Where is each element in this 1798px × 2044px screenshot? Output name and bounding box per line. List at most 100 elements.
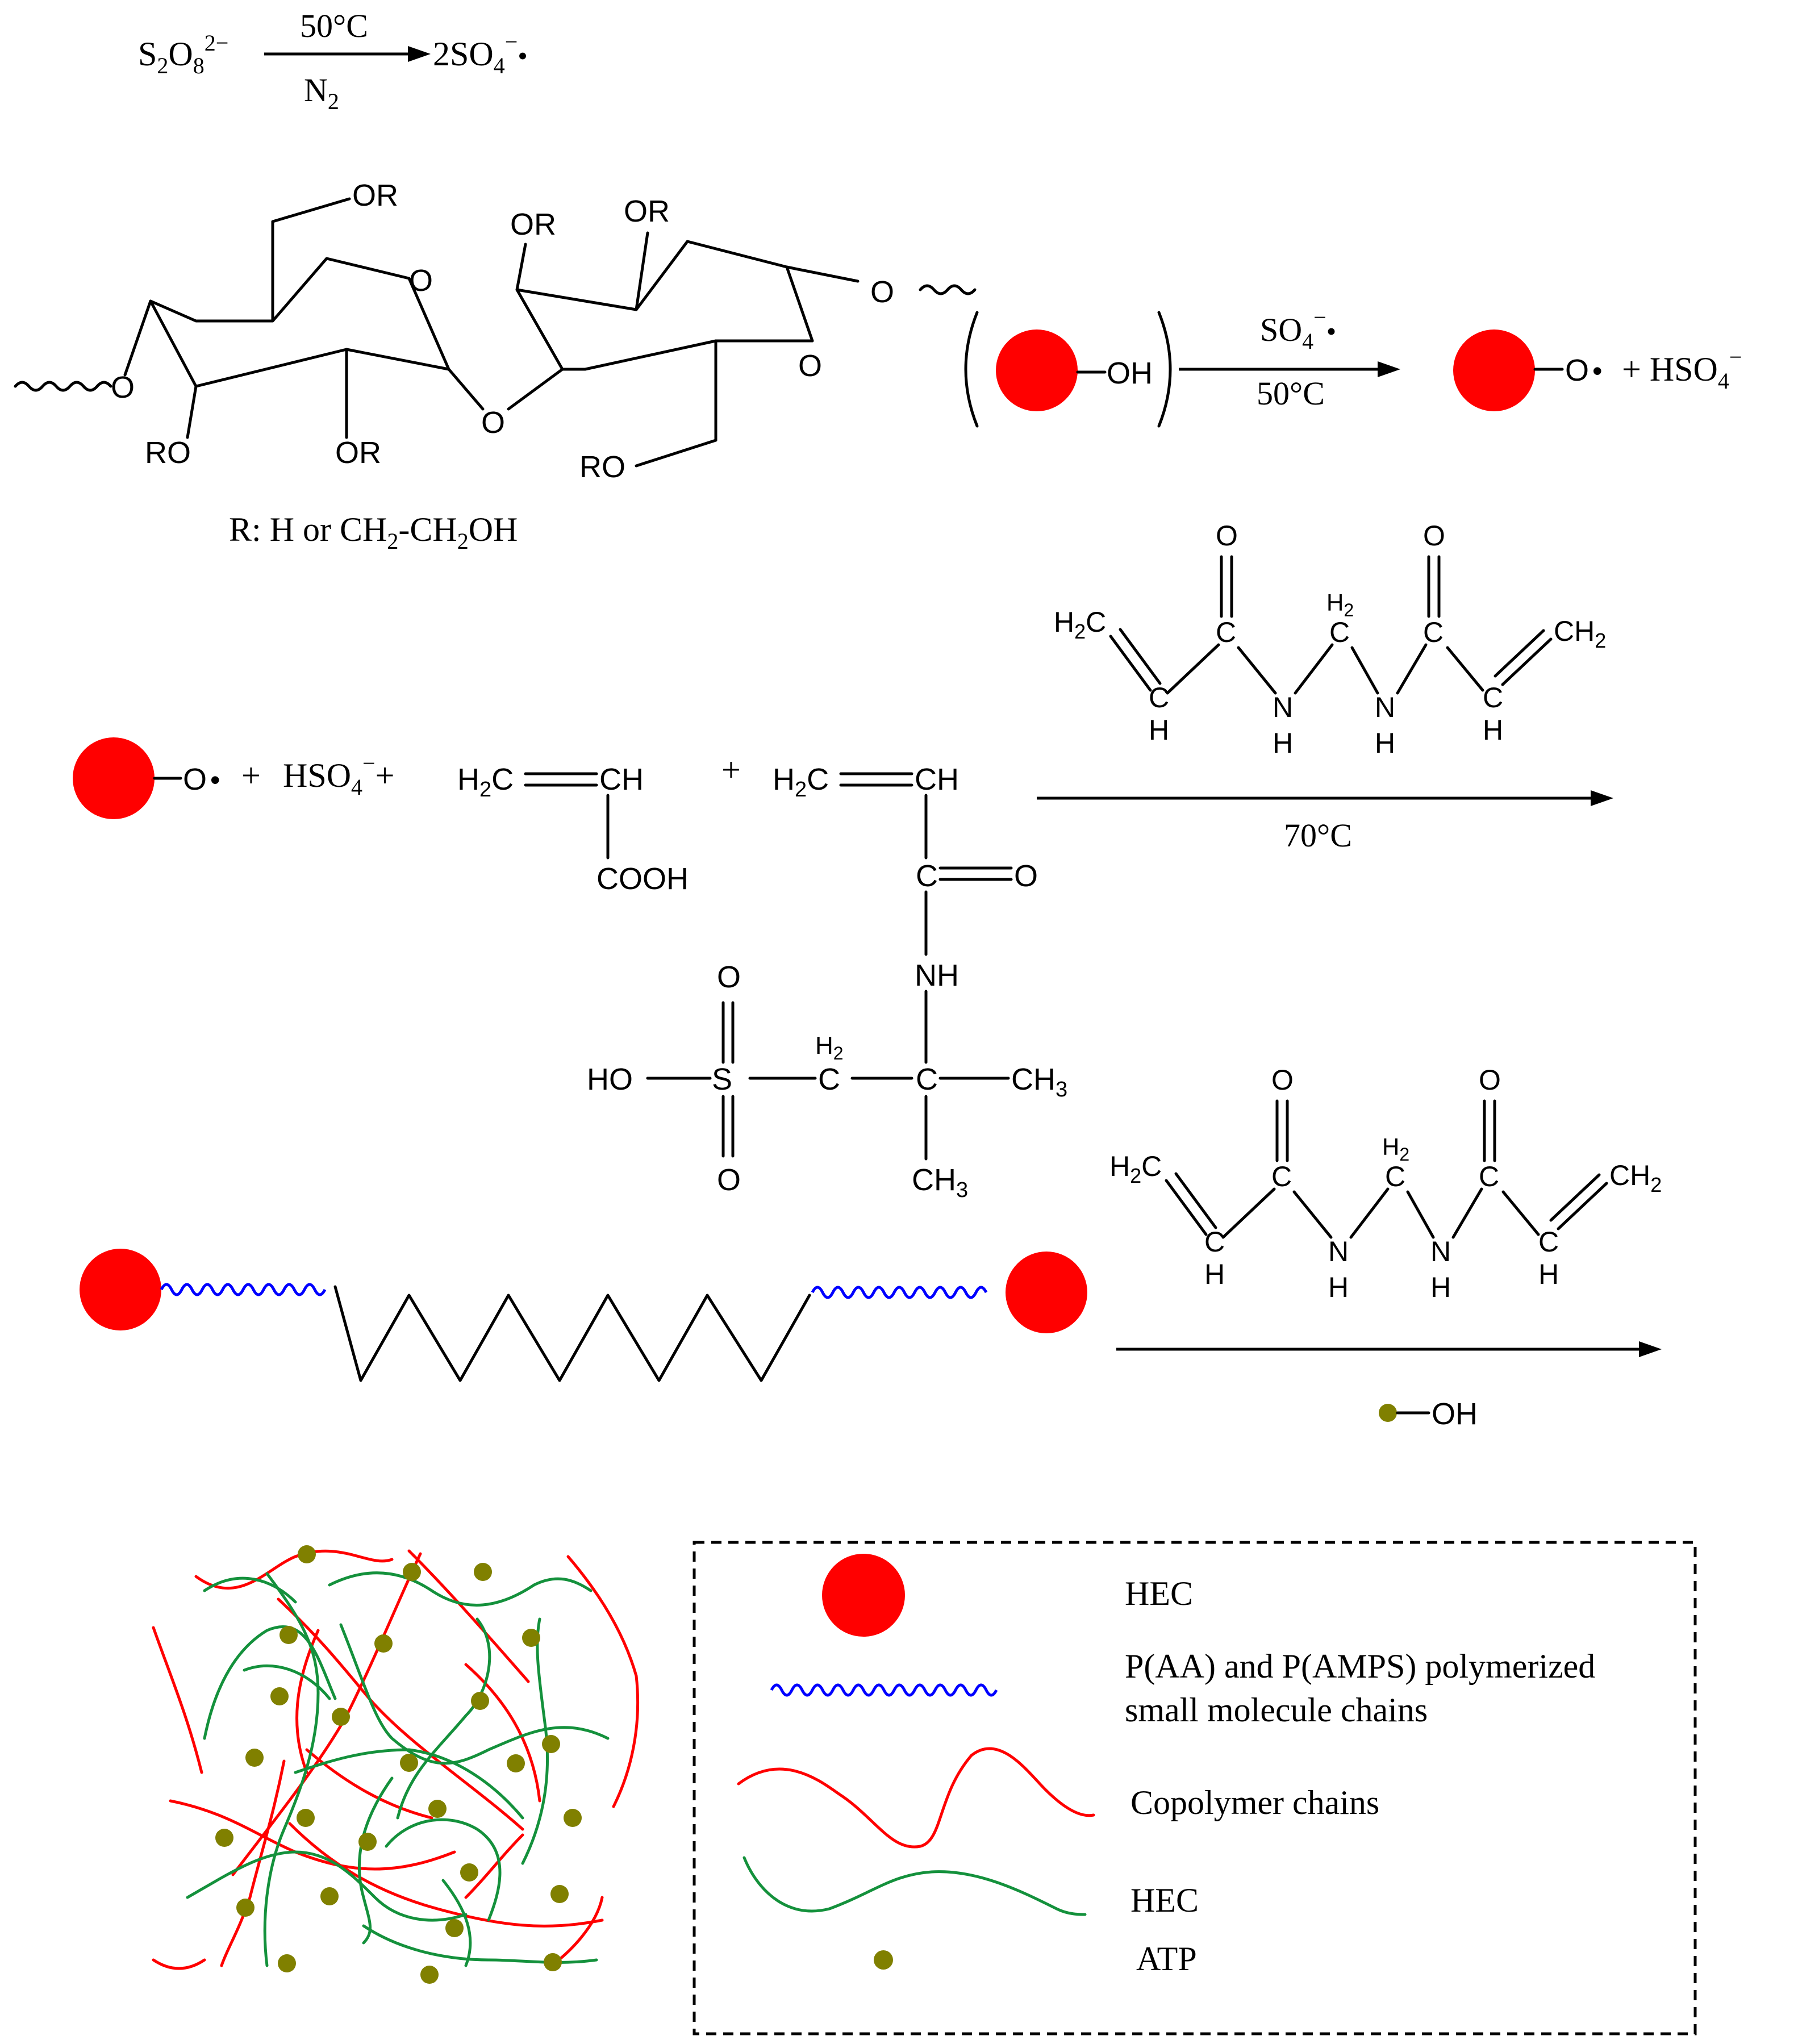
legend-hec-sphere — [822, 1554, 905, 1637]
svg-text:O: O — [1014, 859, 1038, 893]
svg-text:O: O — [481, 406, 505, 440]
svg-text:C: C — [818, 1062, 840, 1096]
legend-label-copolymer: Copolymer chains — [1130, 1784, 1379, 1821]
step1-n2: N — [304, 72, 328, 109]
step1-persulfate-decomposition: S2O82− 50°C N2 2SO4−• — [138, 7, 528, 114]
svg-text:OH: OH — [1432, 1397, 1478, 1431]
svg-text:H: H — [1149, 714, 1169, 746]
svg-text:H2C: H2C — [1109, 1150, 1162, 1187]
hec-chains — [186, 1571, 610, 1967]
svg-text:RO: RO — [579, 450, 625, 484]
svg-text:C: C — [916, 1062, 938, 1096]
svg-text:N: N — [1375, 691, 1395, 723]
svg-text:SO4−•: SO4−• — [1260, 304, 1336, 354]
svg-text:O: O — [717, 960, 741, 994]
svg-text:O: O — [717, 1163, 741, 1197]
legend-label-small-chains: P(AA) and P(AMPS) polymerized — [1125, 1647, 1595, 1685]
legend-box — [692, 1541, 1697, 2035]
svg-text:CH: CH — [599, 762, 644, 796]
svg-text:+ HSO4−: + HSO4− — [1622, 344, 1742, 394]
legend-label-atp: ATP — [1136, 1940, 1197, 1978]
svg-text:S: S — [712, 1062, 732, 1096]
svg-text:O: O — [1271, 1064, 1294, 1096]
svg-text:OR: OR — [624, 194, 670, 228]
svg-text:CH2: CH2 — [1609, 1159, 1662, 1196]
copolymer-chains — [152, 1549, 640, 1970]
svg-text:O: O — [111, 370, 135, 404]
svg-text:N2: N2 — [304, 72, 339, 114]
svg-text:N: N — [1328, 1236, 1349, 1267]
svg-text:H: H — [1430, 1271, 1451, 1303]
svg-text:H2: H2 — [815, 1032, 844, 1063]
mba-crosslinker-2: H2C C H C O N H C H2 N H C O C H — [1109, 1064, 1662, 1303]
svg-text:H: H — [1538, 1258, 1559, 1290]
svg-text:CH3: CH3 — [1011, 1062, 1067, 1102]
svg-text:O•: O• — [183, 762, 220, 796]
svg-text:C: C — [1216, 616, 1236, 648]
hec-radical-sphere — [73, 737, 155, 819]
svg-text:C: C — [916, 859, 938, 893]
svg-text:CH: CH — [915, 762, 959, 796]
svg-text:OR: OR — [352, 178, 398, 212]
svg-text:C: C — [1385, 1161, 1405, 1192]
step1-temp: 50°C — [300, 7, 368, 44]
step1-product: 2SO — [433, 35, 494, 73]
svg-text:CH2: CH2 — [1554, 615, 1606, 652]
svg-text:+: + — [241, 757, 261, 794]
svg-text:OR: OR — [335, 436, 381, 470]
hec-sphere — [996, 329, 1078, 411]
svg-text:NH: NH — [915, 958, 959, 992]
atp-particles — [215, 1545, 582, 1984]
legend-label-small-chains-2: small molecule chains — [1125, 1691, 1428, 1729]
svg-text:C: C — [1149, 682, 1169, 714]
svg-text:H2C: H2C — [773, 762, 829, 802]
svg-text:C: C — [1483, 682, 1503, 714]
svg-text:H2C: H2C — [457, 762, 514, 802]
mba-crosslinker-1: H2C C H C O N H C H2 N H C O C H — [1054, 520, 1606, 759]
legend-copolymer-curve — [737, 1747, 1095, 1849]
svg-text:H2C: H2C — [1054, 606, 1106, 643]
s2o8-s: S — [138, 35, 157, 73]
svg-text:N: N — [1273, 691, 1293, 723]
svg-text:70°C: 70°C — [1284, 817, 1352, 854]
svg-text:N: N — [1430, 1236, 1451, 1267]
svg-text:S2O82−: S2O82− — [138, 30, 228, 78]
svg-text:O: O — [1216, 520, 1238, 552]
hydrogel-network-illustration — [152, 1545, 640, 1984]
svg-text:C: C — [1329, 616, 1350, 648]
svg-text:C: C — [1538, 1226, 1559, 1258]
svg-text:H: H — [1273, 727, 1293, 759]
small-molecule-chain — [811, 1286, 988, 1299]
legend-small-chain-wave — [770, 1683, 998, 1697]
atp-particle — [1379, 1404, 1397, 1422]
legend-label-hec-sphere: HEC — [1125, 1575, 1193, 1612]
svg-text:HO: HO — [587, 1062, 633, 1096]
svg-text:50°C: 50°C — [1257, 375, 1325, 412]
svg-text:H: H — [1375, 727, 1395, 759]
svg-text:O: O — [1423, 520, 1445, 552]
step3-graft-polymerization: O• + HSO4−+ H2C CH COOH + H2C CH C O NH — [73, 520, 1613, 1202]
svg-text:C: C — [1423, 616, 1444, 648]
svg-text:HSO4−+: HSO4−+ — [283, 750, 394, 800]
small-molecule-chain — [160, 1283, 327, 1296]
r-substituent-note: R: H or CH — [229, 511, 387, 548]
copolymer-backbone — [333, 1285, 811, 1382]
svg-text:C: C — [1271, 1161, 1292, 1192]
svg-text:O: O — [1479, 1064, 1501, 1096]
legend-atp-dot — [874, 1950, 893, 1970]
svg-text:H: H — [1204, 1258, 1225, 1290]
svg-text:O: O — [870, 275, 894, 309]
step4-copolymer-crosslinking: H2C C H C O N H C H2 N H C O C H — [80, 1064, 1662, 1431]
svg-text:C: C — [1204, 1226, 1225, 1258]
svg-text:RO: RO — [145, 436, 191, 470]
svg-text:R: H or CH2-CH2OH: R: H or CH2-CH2OH — [229, 511, 518, 554]
svg-text:H2: H2 — [1382, 1133, 1409, 1165]
amps-monomer: H2C CH C O NH C CH3 CH3 C H2 S O — [587, 762, 1067, 1202]
svg-text:OR: OR — [510, 207, 556, 241]
svg-text:H2: H2 — [1326, 589, 1354, 620]
legend-hec-curve — [742, 1856, 1087, 1916]
legend: HEC P(AA) and P(AMPS) polymerized small … — [692, 1541, 1697, 2035]
step2-hec-radical: OH SO4−• 50°C O• + HSO4− — [964, 304, 1742, 428]
svg-text:COOH: COOH — [596, 862, 689, 896]
